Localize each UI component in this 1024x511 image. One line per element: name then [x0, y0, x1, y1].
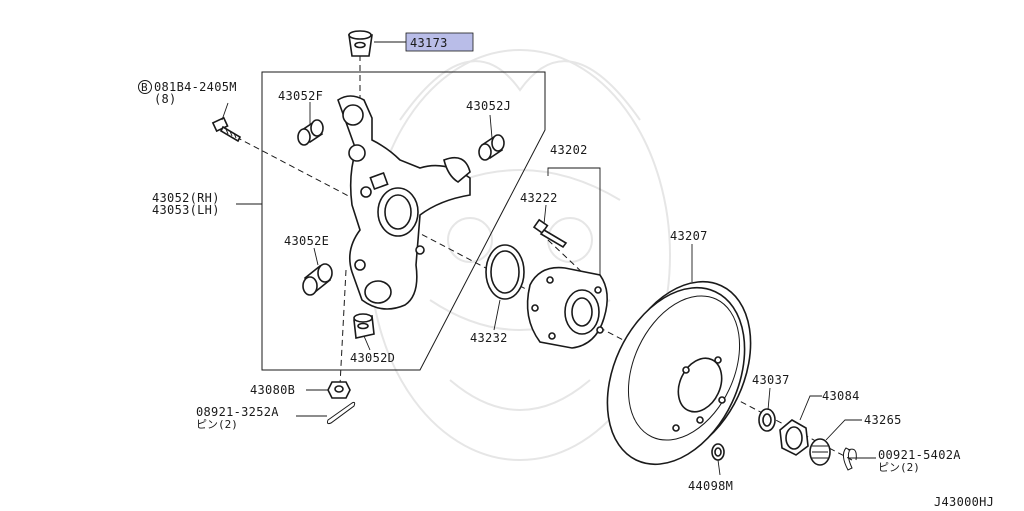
hub-bolt-43222[interactable] — [532, 218, 568, 249]
cotter-pin-08921[interactable] — [326, 401, 356, 425]
label-43052j[interactable]: 43052J — [466, 99, 511, 113]
bushing-43052f[interactable] — [297, 119, 324, 146]
bushing-axis-bottom — [339, 269, 347, 386]
label-08921-3252a[interactable]: 08921-3252A — [196, 405, 279, 419]
diagram-code: J43000HJ — [934, 495, 994, 509]
washer-44098m[interactable] — [711, 443, 725, 461]
washer-43037[interactable] — [758, 408, 776, 432]
highlight-box-43173 — [405, 32, 474, 52]
bolt-axis — [547, 239, 587, 277]
label-081b4-2405m[interactable]: 081B4-2405M — [154, 80, 237, 94]
label-43053-lh[interactable]: 43053(LH) — [152, 203, 220, 217]
label-081b4-qty: (8) — [154, 92, 177, 106]
bushing-43173[interactable] — [348, 30, 373, 57]
bolt-081b4[interactable] — [211, 116, 242, 143]
bushing-43052d[interactable] — [353, 313, 375, 339]
label-43232[interactable]: 43232 — [470, 331, 508, 345]
label-08921-qty: ピン(2) — [196, 418, 238, 431]
hub-nut-43084[interactable] — [779, 419, 809, 456]
nut-43080b[interactable] — [327, 381, 351, 399]
label-43052d[interactable]: 43052D — [350, 351, 395, 365]
seal-ring-43232[interactable] — [485, 244, 525, 300]
bushing-43052j[interactable] — [478, 134, 505, 161]
center-axis — [235, 136, 853, 461]
label-43222[interactable]: 43222 — [520, 191, 558, 205]
label-43080b[interactable]: 43080B — [250, 383, 295, 397]
label-43202[interactable]: 43202 — [550, 143, 588, 157]
label-00921-qty: ピン(2) — [878, 461, 920, 474]
label-43052f[interactable]: 43052F — [278, 89, 323, 103]
bushing-43052e[interactable] — [302, 263, 333, 296]
label-00921-5402a[interactable]: 00921-5402A — [878, 448, 961, 462]
label-43052e[interactable]: 43052E — [284, 234, 329, 248]
label-43173[interactable]: 43173 — [410, 36, 448, 50]
label-43052-rh[interactable]: 43052(RH) — [152, 191, 220, 205]
label-bolt-prefix: B — [141, 81, 148, 94]
label-44098m[interactable]: 44098M — [688, 479, 733, 493]
label-43084[interactable]: 43084 — [822, 389, 860, 403]
hub-cap-43265[interactable] — [809, 438, 831, 466]
label-43037[interactable]: 43037 — [752, 373, 790, 387]
hub-assembly-43202[interactable] — [526, 266, 608, 349]
circled-b-symbol — [138, 80, 152, 94]
leader-lines — [221, 41, 876, 476]
knuckle-group-frame — [261, 71, 546, 371]
label-43207[interactable]: 43207 — [670, 229, 708, 243]
disc-rotor-43207[interactable] — [581, 260, 778, 487]
label-43265[interactable]: 43265 — [864, 413, 902, 427]
steering-knuckle[interactable] — [337, 95, 471, 310]
